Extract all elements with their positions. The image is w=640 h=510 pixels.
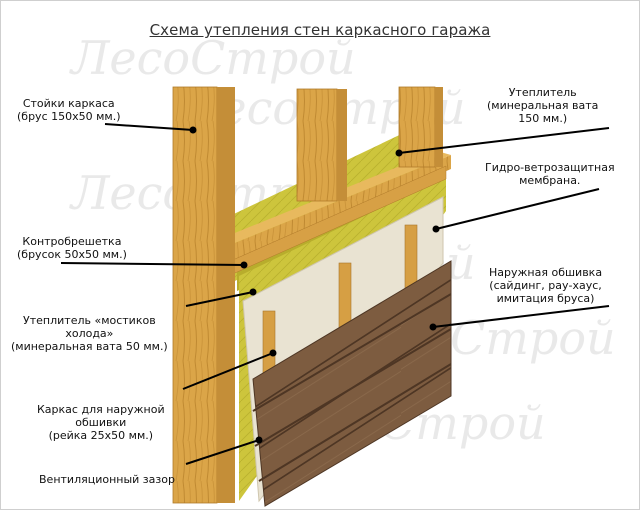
leader-dots (189, 126, 440, 444)
label-insulation-main: Утеплитель (минеральная вата 150 мм.) (487, 86, 599, 125)
diagram-title: Схема утепления стен каркасного гаража (149, 21, 491, 39)
frame-post-mid (296, 88, 338, 202)
frame-post-mid-side (337, 89, 347, 201)
label-counter-batten: Контробрешетка (брусок 50х50 мм.) (17, 235, 127, 261)
label-frame-posts: Стойки каркаса (брус 150х50 мм.) (17, 97, 121, 123)
label-membrane: Гидро-ветрозащитная мембрана. (485, 161, 615, 187)
label-outer-frame: Каркас для наружной обшивки (рейка 25х50… (37, 403, 165, 442)
frame-post-right (398, 86, 436, 168)
frame-post-left (172, 86, 218, 504)
frame-post-right-side (435, 87, 443, 167)
watermark: ЛесоСтрой (71, 31, 356, 85)
label-cold-bridge-insulation: Утеплитель «мостиков холода» (минеральна… (11, 314, 168, 353)
leader-lines (60, 123, 610, 465)
frame-post-left-side (217, 87, 235, 503)
label-vent-gap: Вентиляционный зазор (39, 473, 175, 486)
label-cladding: Наружная обшивка (сайдинг, рау-хаус, ими… (489, 266, 603, 305)
